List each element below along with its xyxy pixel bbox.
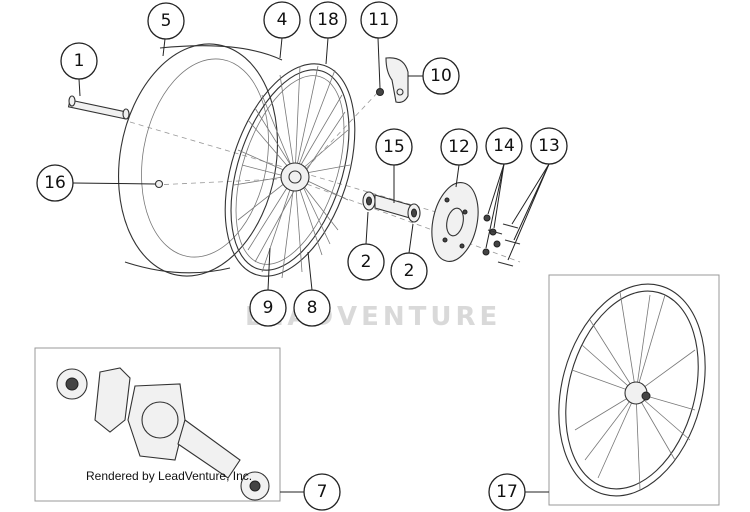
svg-text:8: 8 [307, 298, 318, 318]
callout-4: 4 [263, 1, 301, 39]
svg-text:18: 18 [317, 10, 339, 30]
svg-text:2: 2 [361, 252, 372, 272]
callout-5: 5 [147, 2, 185, 40]
callout-17: 17 [488, 473, 526, 511]
svg-text:16: 16 [44, 173, 66, 193]
callout-13: 13 [530, 127, 568, 165]
callout-15: 15 [375, 128, 413, 166]
svg-text:14: 14 [493, 136, 515, 156]
svg-text:4: 4 [277, 10, 288, 30]
callout-14: 14 [485, 127, 523, 165]
svg-text:10: 10 [430, 66, 452, 86]
callout-2-right: 2 [390, 252, 428, 290]
svg-text:11: 11 [368, 10, 390, 30]
axle [67, 95, 130, 120]
hub-detail-box [34, 347, 281, 502]
wheel-detail-box [548, 274, 720, 506]
watermark-text: LEADVENTURE [245, 302, 501, 332]
valve-stem [154, 179, 164, 189]
bearing-left [362, 191, 376, 211]
tire [117, 43, 283, 277]
callout-9: 9 [249, 289, 287, 327]
spacer [374, 194, 411, 219]
callout-10: 10 [422, 57, 460, 95]
callout-7: 7 [303, 473, 341, 511]
screw [376, 88, 384, 96]
callout-1: 1 [60, 42, 98, 80]
callout-12: 12 [440, 128, 478, 166]
guard-bracket [385, 57, 409, 103]
callout-18: 18 [309, 1, 347, 39]
callout-16: 16 [36, 164, 74, 202]
render-credit: Rendered by LeadVenture, Inc. [86, 469, 252, 483]
rim-and-spokes [224, 63, 356, 279]
svg-text:2: 2 [404, 261, 415, 281]
svg-text:17: 17 [496, 482, 518, 502]
svg-text:9: 9 [263, 298, 274, 318]
svg-text:13: 13 [538, 136, 560, 156]
callout-2-left: 2 [347, 243, 385, 281]
bearing-right [407, 203, 421, 223]
svg-text:1: 1 [74, 51, 85, 71]
svg-text:5: 5 [161, 11, 172, 31]
brake-disc [431, 182, 479, 262]
svg-text:15: 15 [383, 137, 405, 157]
callout-8: 8 [293, 289, 331, 327]
callout-11: 11 [360, 1, 398, 39]
svg-text:7: 7 [317, 482, 328, 502]
leader-lines [72, 37, 550, 493]
svg-text:12: 12 [448, 137, 470, 157]
bolts [487, 223, 521, 267]
